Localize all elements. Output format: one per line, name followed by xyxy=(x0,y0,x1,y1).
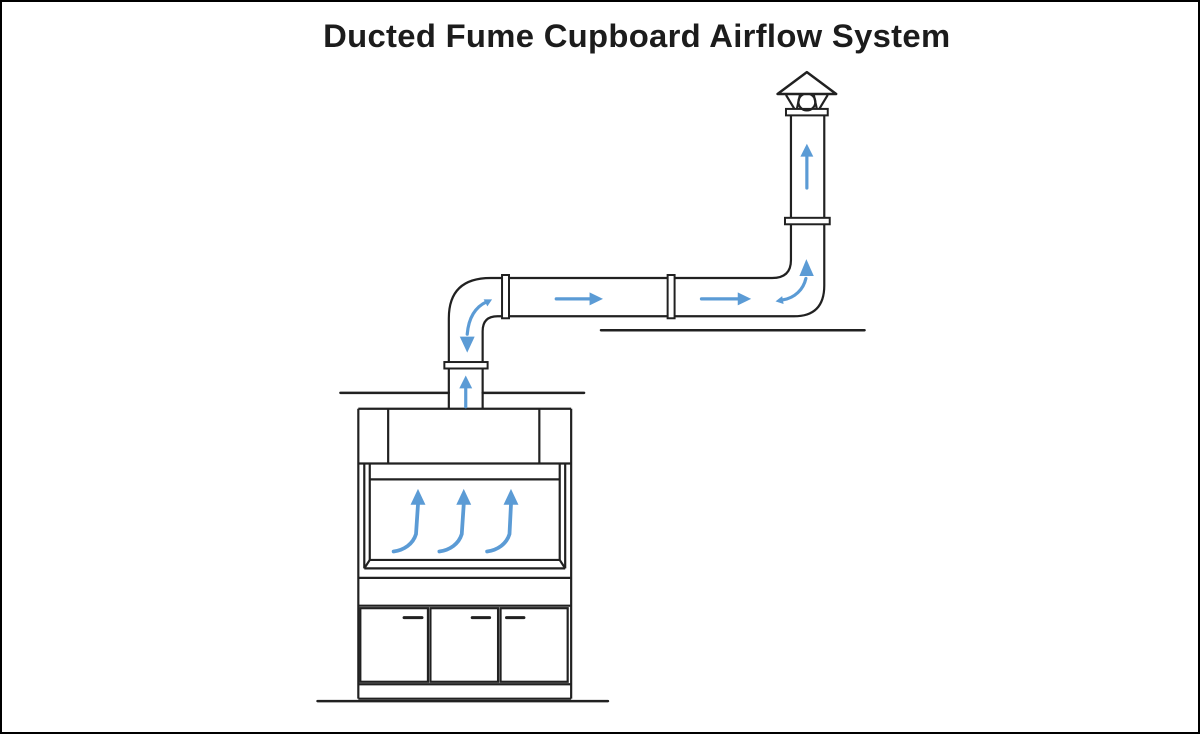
airflow-curve xyxy=(465,300,489,336)
horizontal-airflow-arrow-1 xyxy=(554,292,603,306)
right-elbow-outer-wall xyxy=(674,223,826,318)
arrowhead-right-icon xyxy=(589,292,603,306)
arrowhead-up-icon xyxy=(459,375,473,389)
cabinet-door-left xyxy=(359,607,430,683)
cabinet-door-middle xyxy=(429,607,500,683)
arrowhead-up-icon xyxy=(799,259,814,276)
riser-airflow-arrow xyxy=(459,375,473,409)
arrowhead-small-icon xyxy=(483,299,493,307)
horizontal-airflow-arrow-2 xyxy=(699,292,752,306)
airflow-curve xyxy=(781,276,808,302)
arrowhead-down-icon xyxy=(459,336,475,353)
left-elbow-airflow-arrow xyxy=(459,299,493,353)
sash-miter-right xyxy=(558,559,567,569)
sash-miter-left xyxy=(363,559,371,569)
cap-collar xyxy=(784,107,829,117)
worktop xyxy=(358,576,572,607)
left-elbow-flange xyxy=(501,274,510,320)
building-reference-lines xyxy=(316,328,866,703)
sash-airflow-arrow-1 xyxy=(391,488,426,554)
fume-cupboard xyxy=(357,407,573,700)
cap-strut-outer-left xyxy=(785,94,796,110)
arrowhead-up-icon xyxy=(456,488,472,505)
arrowhead-up-icon xyxy=(800,143,814,157)
sash-window xyxy=(363,463,567,570)
cupboard-superstructure xyxy=(357,407,573,699)
left-elbow-outer-wall xyxy=(447,276,503,363)
right-elbow-inner-wall xyxy=(674,223,793,280)
right-elbow-airflow-arrow xyxy=(775,259,814,304)
cabinet-door-right xyxy=(499,607,569,683)
base-cabinet xyxy=(358,607,572,700)
airflow-curve xyxy=(391,502,420,554)
arrowhead-up-icon xyxy=(503,488,519,505)
stack-joint-flange xyxy=(783,216,831,226)
horizontal-duct-joint-flange xyxy=(666,274,676,320)
exhaust-ductwork xyxy=(443,115,831,409)
sash-airflow-arrow-3 xyxy=(485,488,519,554)
airflow-curve xyxy=(437,502,466,554)
airflow-curve xyxy=(485,502,513,554)
stack-airflow-arrow xyxy=(800,143,814,190)
left-elbow-inner-wall xyxy=(481,315,503,363)
sash-airflow-arrow-2 xyxy=(437,488,472,554)
arrowhead-up-icon xyxy=(410,488,426,505)
riser-duct-flange xyxy=(443,361,489,370)
diagram-title: Ducted Fume Cupboard Airflow System xyxy=(323,17,950,54)
cap-ball-damper xyxy=(797,92,817,112)
airflow-arrows xyxy=(391,143,814,554)
cap-rain-cone xyxy=(776,70,838,96)
arrowhead-small-icon xyxy=(775,296,784,304)
arrowhead-right-icon xyxy=(737,292,752,306)
chimney-cap xyxy=(776,70,838,117)
cap-strut-outer-right xyxy=(818,94,829,110)
